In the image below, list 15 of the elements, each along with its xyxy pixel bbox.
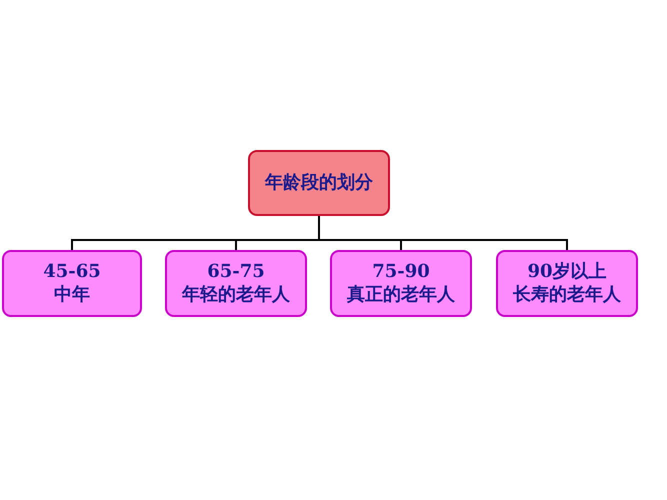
node-heading: 年龄段的划分 [265, 172, 373, 194]
node-text: 年轻的老年人 [182, 284, 290, 306]
category-box [165, 250, 307, 317]
node-text: 中年 [54, 284, 90, 306]
node-text: 真正的老年人 [347, 284, 455, 306]
node-heading: 65-75 [207, 261, 265, 284]
node-heading: 45-65 [43, 261, 101, 284]
category-box [2, 250, 142, 317]
node-text: 长寿的老年人 [513, 284, 621, 306]
title-box [248, 150, 390, 216]
category-box [496, 250, 638, 317]
node-heading: 75-90 [372, 261, 430, 284]
connector-line [318, 216, 568, 250]
node-heading: 90岁以上 [527, 261, 607, 284]
category-box [330, 250, 472, 317]
